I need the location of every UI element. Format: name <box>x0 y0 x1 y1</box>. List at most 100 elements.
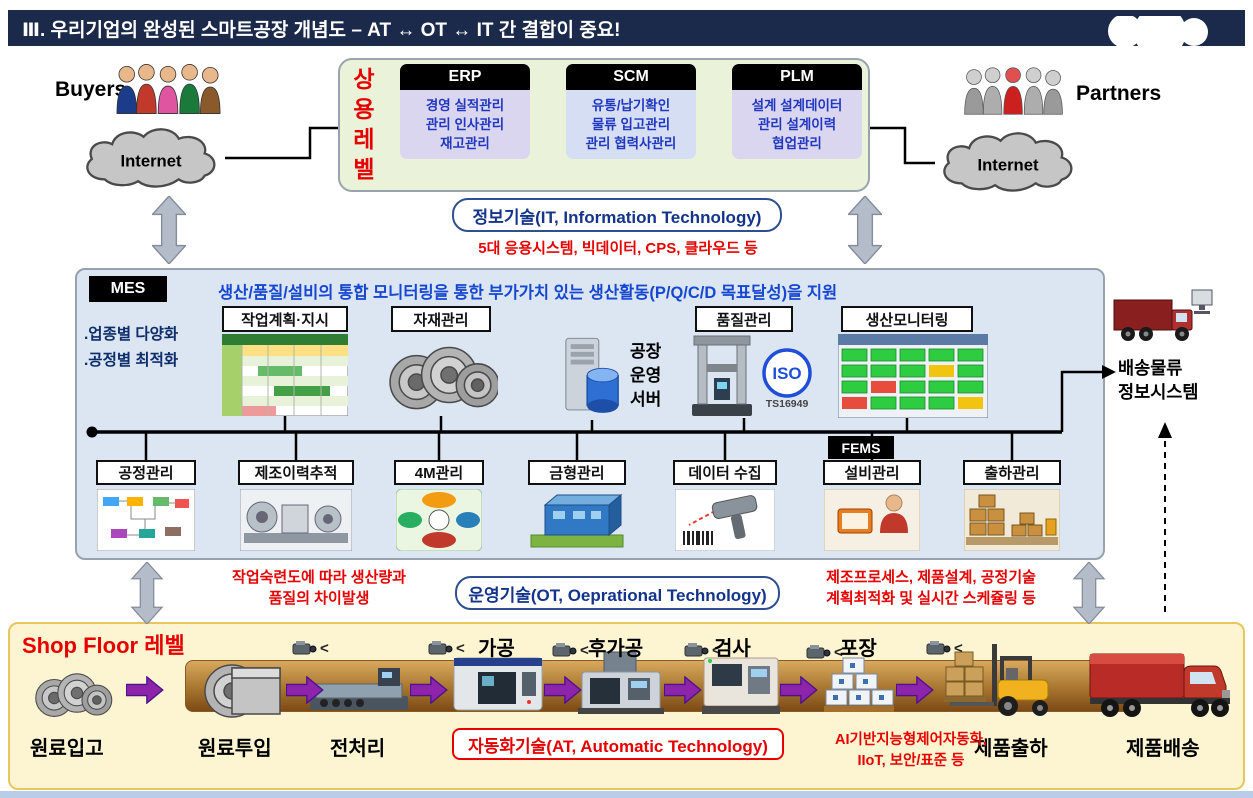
work-plan-screenshot-icon <box>222 334 348 416</box>
packing-boxes-icon <box>824 657 894 712</box>
erp-header: ERP <box>400 64 530 90</box>
double-arrow-icon <box>152 196 186 264</box>
equipment-device-icon <box>824 489 920 551</box>
sensor-mark: < <box>954 640 963 657</box>
module-label-monitoring: 생산모니터링 <box>841 306 973 332</box>
camera-icon <box>806 645 831 659</box>
cnc-machine-icon <box>453 657 543 711</box>
title-bar: Ⅲ. 우리기업의 완성된 스마트공장 개념도 – AT ↔ OT ↔ IT 간 … <box>8 10 1245 46</box>
ai-note-line: IIoT, 보안/표준 등 <box>857 753 965 769</box>
at-technology-box: 자동화기술(AT, Automatic Technology) <box>452 728 784 760</box>
ot-left-note-line: 작업숙련도에 따라 생산량과 <box>232 569 406 586</box>
sensor-mark: < <box>580 642 589 659</box>
stage-label-machining: 가공 <box>478 638 515 660</box>
milling-machine-icon <box>578 651 664 714</box>
material-coils-icon <box>389 346 498 410</box>
module-label-mold: 금형관리 <box>528 460 626 485</box>
ot-left-note-line: 품질의 차이발생 <box>268 590 370 607</box>
flow-arrow-icon <box>544 676 582 704</box>
ot-technology-box: 운영기술(OT, Oeprational Technology) <box>455 576 780 610</box>
sensor-mark: < <box>834 644 843 661</box>
ot-left-note: 작업숙련도에 따라 생산량과 품질의 차이발생 <box>188 567 450 609</box>
ai-note: AI기반지능형제어자동화, IIoT, 보안/표준 등 <box>796 730 1026 772</box>
iso-title: ISO <box>772 364 801 383</box>
plm-line: 관리 설계이력 <box>757 117 837 132</box>
internet-label-right: Internet <box>977 155 1038 174</box>
delivery-truck-icon <box>1113 289 1213 341</box>
stage-label-raw-in: 원료입고 <box>30 738 104 760</box>
module-label-data-collect: 데이터 수집 <box>673 460 777 485</box>
ot-right-note-line: 제조프로세스, 제품설계, 공정기술 <box>826 569 1036 586</box>
stage-label-raw-input: 원료투입 <box>198 738 272 760</box>
module-label-work-plan: 작업계획·지시 <box>222 306 348 332</box>
stage-label-post-machining: 후가공 <box>588 638 644 660</box>
slide-title: Ⅲ. 우리기업의 완성된 스마트공장 개념도 – AT ↔ OT ↔ IT 간 … <box>22 19 621 41</box>
barcode-scanner-icon <box>675 489 775 551</box>
module-label-quality: 품질관리 <box>695 306 793 332</box>
fems-tag: FEMS <box>828 436 894 459</box>
module-label-equipment: 설비관리 <box>823 460 921 485</box>
title-bar-top-edge <box>8 10 1245 16</box>
server-line: 서버 <box>630 390 662 409</box>
camera-icon <box>684 643 709 657</box>
internet-cloud-left: Internet <box>86 128 216 188</box>
module-label-shipping: 출하관리 <box>963 460 1061 485</box>
scm-line: 물류 입고관리 <box>591 117 671 132</box>
sensor-camera: < <box>684 642 721 659</box>
scm-header: SCM <box>566 64 696 90</box>
flow-arrow-icon <box>780 676 818 704</box>
buyers-label: Buyers <box>55 78 127 101</box>
stage-label-product-delivery: 제품배송 <box>1126 738 1200 760</box>
ot-right-note-line: 계획최적화 및 실시간 스케쥴링 등 <box>826 590 1036 607</box>
double-arrow-icon <box>848 196 882 264</box>
server-line: 공장 <box>630 342 662 361</box>
server-line: 운영 <box>630 366 662 385</box>
partners-people-icon <box>964 67 1063 115</box>
internet-label-left: Internet <box>120 151 181 170</box>
sensor-mark: < <box>320 640 329 657</box>
scm-line: 유통/납기확인 <box>591 98 671 113</box>
module-label-process: 공정관리 <box>96 460 196 485</box>
internet-cloud-right: Internet <box>943 132 1073 192</box>
mes-note-1: .업종별 다양화 <box>84 326 179 343</box>
plm-line: 협업관리 <box>772 136 822 151</box>
plm-header: PLM <box>732 64 862 90</box>
camera-icon <box>428 641 453 655</box>
ai-note-line: AI기반지능형제어자동화, <box>835 732 987 748</box>
plm-line: 설계 설계데이터 <box>751 98 843 113</box>
sensor-mark: < <box>712 642 721 659</box>
shipping-warehouse-icon <box>964 489 1060 551</box>
mes-headline: 생산/품질/설비의 통합 모니터링을 통한 부가가치 있는 생산활동(P/Q/C… <box>218 284 838 302</box>
history-trace-icon <box>240 489 352 551</box>
bottom-strip <box>0 791 1253 798</box>
forklift-icon <box>944 644 1049 716</box>
factory-server-icon <box>565 337 619 413</box>
partners-label: Partners <box>1076 82 1162 105</box>
shop-floor-label: Shop Floor 레벨 <box>22 633 185 658</box>
scm-system: SCM 유통/납기확인 물류 입고관리 관리 협력사관리 <box>566 64 696 159</box>
flow-arrow-icon <box>286 676 324 704</box>
flow-arrow-icon <box>126 676 164 704</box>
stage-label-inspection: 검사 <box>714 638 751 660</box>
it-note: 5대 응용시스템, 빅데이터, CPS, 클라우드 등 <box>478 240 758 257</box>
commercial-level-label: 상용레벨 <box>353 66 375 182</box>
delivery-line: 배송물류 <box>1118 358 1183 378</box>
process-flow-icon <box>97 489 195 551</box>
monitoring-screenshot-icon <box>838 334 988 418</box>
delivery-red-truck-icon <box>1089 653 1230 717</box>
fourm-diagram-icon <box>396 489 482 551</box>
flow-arrow-icon <box>664 676 702 704</box>
inspection-machine-icon <box>702 657 780 714</box>
stage-label-product-out: 제품출하 <box>974 738 1048 760</box>
camera-icon <box>292 641 317 655</box>
quality-tester-icon <box>692 335 752 416</box>
iso-logo-icon: ISO TS16949 <box>762 348 812 410</box>
it-technology-box: 정보기술(IT, Information Technology) <box>452 198 782 232</box>
erp-line: 경영 실적관리 <box>425 98 505 113</box>
erp-line: 관리 인사관리 <box>425 117 505 132</box>
camera-icon <box>552 643 577 657</box>
sensor-camera: < <box>552 642 589 659</box>
erp-line: 재고관리 <box>440 136 490 151</box>
sensor-camera: < <box>806 644 843 661</box>
